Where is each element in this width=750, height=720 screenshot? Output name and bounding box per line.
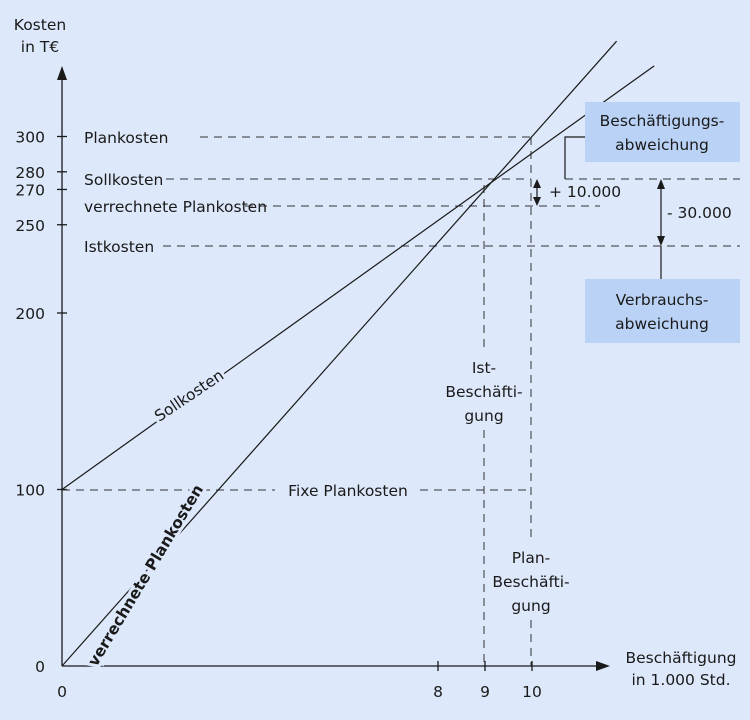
y-axis-arrowhead: [57, 66, 67, 80]
beschaeftigung-arrow-up: [533, 179, 541, 188]
beschaeftigung-arrow-down: [533, 197, 541, 206]
series-label-verrechnete: verrechnete Plankosten: [84, 481, 207, 669]
beschaeftigung-label-line1: Beschäftigungs-: [600, 112, 725, 130]
verbrauch-arrow-up: [657, 179, 665, 189]
verbrauch-arrow-down: [657, 236, 665, 246]
verbrauch-label-line2: abweichung: [615, 315, 709, 333]
y-tick-label: 100: [15, 482, 45, 500]
verbrauch-label-line1: Verbrauchs-: [616, 291, 709, 309]
x-tick-label: 0: [57, 683, 67, 701]
x-ticks: 0 8 9 10: [57, 661, 542, 701]
series-lines: [61, 40, 655, 667]
y-tick-label: 200: [15, 305, 45, 323]
x-tick-label: 8: [433, 683, 443, 701]
y-tick-label: 0: [35, 658, 45, 676]
series-line-verrechnete-plankosten: [61, 40, 618, 667]
label-ist-line2: Beschäfti-: [445, 383, 522, 401]
y-tick-label: 280: [15, 164, 45, 182]
label-ist-line1: Ist-: [472, 359, 496, 377]
x-tick-label: 10: [522, 683, 542, 701]
label-ist-line3: gung: [464, 407, 503, 425]
series-label-sollkosten: Sollkosten: [151, 366, 227, 425]
label-verrechnete-plankosten: verrechnete Plankosten: [84, 198, 267, 216]
y-axis-title-line1: Kosten: [14, 16, 66, 34]
y-tick-label: 300: [15, 129, 45, 147]
y-axis-title-line2: in T€: [21, 38, 59, 56]
x-tick-label: 9: [480, 683, 490, 701]
beschaeftigung-label-line2: abweichung: [615, 136, 709, 154]
verbrauch-box: [585, 279, 740, 343]
label-plankosten: Plankosten: [84, 129, 168, 147]
label-plan-line1: Plan-: [512, 549, 551, 567]
y-tick-label: 270: [15, 181, 45, 199]
beschaeftigung-box: [585, 102, 740, 162]
beschaeftigung-value: + 10.000: [549, 183, 621, 201]
label-plan-line2: Beschäfti-: [492, 573, 569, 591]
label-plan-line3: gung: [511, 597, 550, 615]
x-axis-title-line2: in 1.000 Std.: [631, 671, 730, 689]
verbrauch-value: - 30.000: [667, 204, 732, 222]
label-fixe-plankosten: Fixe Plankosten: [288, 482, 408, 500]
x-axis-arrowhead: [596, 661, 610, 671]
label-sollkosten: Sollkosten: [84, 171, 163, 189]
series-line-sollkosten: [61, 65, 655, 490]
y-tick-label: 250: [15, 217, 45, 235]
x-axis-title-line1: Beschäftigung: [626, 649, 737, 667]
label-istkosten: Istkosten: [84, 238, 154, 256]
beschaeftigung-connector: [564, 136, 585, 179]
